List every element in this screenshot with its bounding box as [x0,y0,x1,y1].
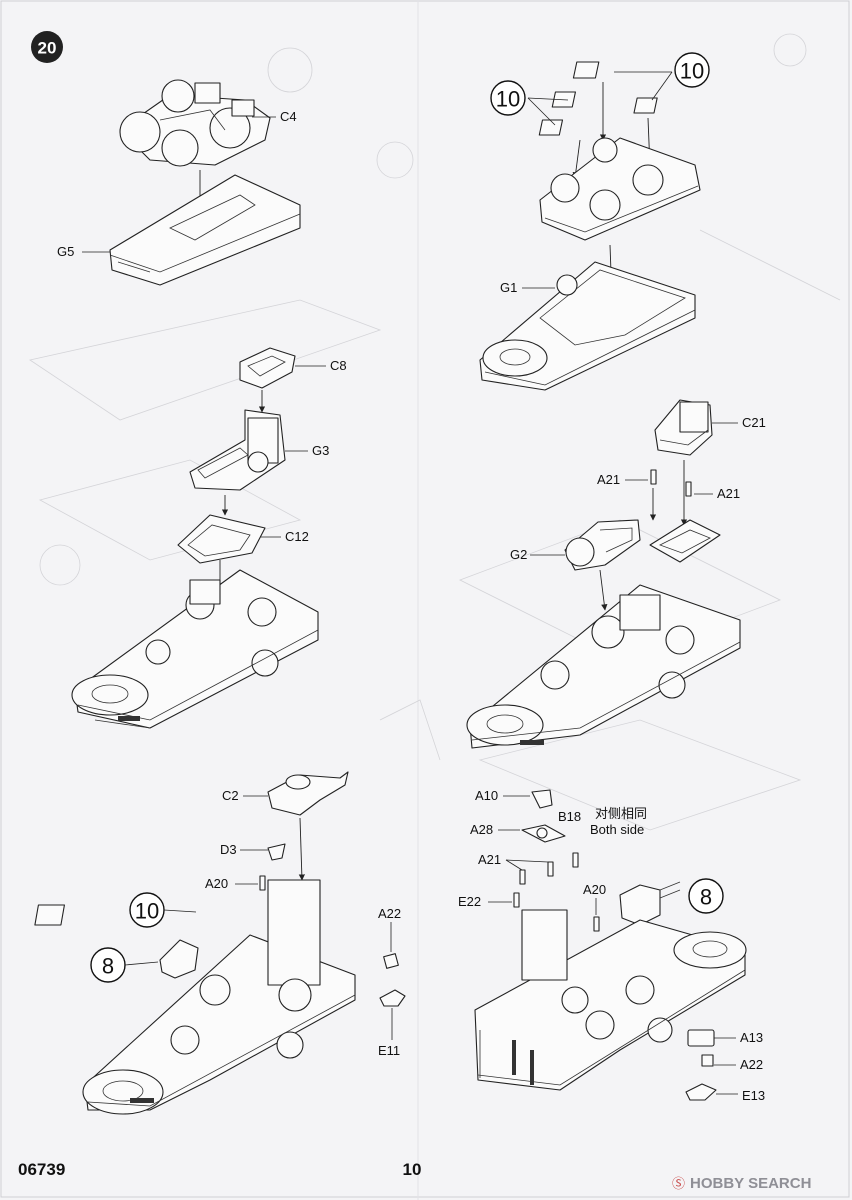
part-g5-drawing [109,174,301,286]
label-a13: A13 [740,1030,763,1045]
part-8-bottom-right-drawing [619,881,681,926]
callout-10-top-right-b: 10 [490,80,526,116]
label-e11: E11 [378,1043,400,1058]
kit-code: 06739 [18,1160,65,1179]
show-through-ghost [28,33,841,831]
hull-mid-right-drawing [466,584,741,749]
svg-text:10: 10 [680,59,704,84]
hull-mid-left-drawing [71,569,319,729]
panel-mid-right: A21 A21 C21 G2 [466,399,766,749]
label-a28: A28 [470,822,493,837]
part-c8-drawing [239,347,296,389]
page-number: 10 [403,1160,422,1179]
panel-top-left: C4 G5 [57,79,301,286]
part-a13-drawing [687,1029,715,1047]
part-e13-drawing [685,1083,717,1101]
label-g5: G5 [57,244,74,259]
part-c4-drawing [119,79,271,167]
label-a10: A10 [475,788,498,803]
watermark: Ⓢ HOBBY SEARCH [664,1171,846,1193]
part-platform-mid-right [649,519,721,563]
label-g3: G3 [312,443,329,458]
superstructure-top-right-drawing [539,137,701,241]
svg-text:8: 8 [102,954,114,979]
part-g1-drawing [479,261,696,391]
label-a22-top: A22 [378,906,401,921]
callout-8-bottom-left: 8 [90,947,126,983]
label-e13: E13 [742,1088,765,1103]
label-a21-right: A21 [717,486,740,501]
callout-10-top-right-a: 10 [674,52,710,88]
panel-bottom-left: C2 D3 A20 10 8 [34,771,406,1115]
label-e22: E22 [458,894,481,909]
part-g3-drawing [189,409,286,491]
svg-text:10: 10 [135,899,159,924]
part-c21-drawing [654,399,713,456]
part-e11-drawing [379,989,406,1007]
label-b18: B18 [558,809,581,824]
label-c12: C12 [285,529,309,544]
both-side-english: Both side [590,822,644,837]
label-a21-bottom: A21 [478,852,501,867]
part-a28-drawing [521,824,566,843]
label-a21-left: A21 [597,472,620,487]
part-a21-pins [650,469,692,497]
hull-bottom-right-drawing [474,909,747,1091]
part-c2-drawing [267,771,349,816]
step-number: 20 [38,39,57,58]
part-a22-top-drawing [383,953,399,969]
both-side-chinese: 对侧相同 [595,806,647,821]
watermark-text: HOBBY SEARCH [690,1175,811,1192]
part-a10-drawing [531,789,553,809]
label-g1: G1 [500,280,517,295]
part-d3-drawing [267,843,286,861]
label-c2: C2 [222,788,239,803]
part-8-bottom-left-drawing [159,939,199,979]
label-a20-left: A20 [205,876,228,891]
part-a21-bottom-pins [519,852,579,885]
panel-mid-left: C8 G3 C12 [71,347,347,729]
panel-top-right: 10 10 G1 [479,52,710,391]
svg-text:8: 8 [700,885,712,910]
small-parts-top-right [538,61,658,136]
svg-text:10: 10 [496,87,520,112]
callout-10-bottom-left: 10 [129,892,165,928]
part-g2-drawing [564,519,641,571]
part-a22-bottom-drawing [701,1054,714,1067]
part-c12-drawing [177,514,266,564]
panel-bottom-right: A10 B18 对侧相同 Both side A28 A21 E22 A20 [458,788,765,1103]
watermark-logo-icon: Ⓢ [672,1177,685,1192]
label-d3: D3 [220,842,237,857]
label-g2: G2 [510,547,527,562]
label-c8: C8 [330,358,347,373]
step-number-badge: 20 [31,31,63,63]
part-10-bottom-left-drawing [34,904,65,926]
callout-8-bottom-right: 8 [688,878,724,914]
label-a20-right: A20 [583,882,606,897]
label-c21: C21 [742,415,766,430]
label-c4: C4 [280,109,297,124]
hull-bottom-left-drawing [82,879,356,1115]
label-a22-bottom: A22 [740,1057,763,1072]
